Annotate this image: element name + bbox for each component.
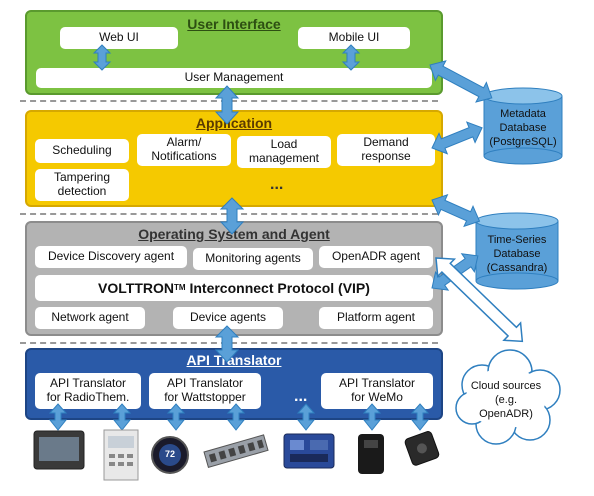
web-ui-box: Web UI (60, 27, 178, 49)
api-translator-wattstopper-box: API Translator for Wattstopper (149, 373, 261, 409)
metadata-database-label: Metadata Database (PostgreSQL) (489, 108, 557, 148)
arrow-application-os (219, 197, 245, 235)
scheduling-box: Scheduling (35, 139, 129, 163)
nest-thermostat-reading: 72 (164, 449, 175, 459)
device-controller-board (283, 433, 335, 469)
arrow-mobile-ui-user-management (341, 44, 361, 71)
user-interface-title: User Interface (187, 16, 281, 32)
device-sensor-strip (203, 434, 269, 468)
vip-prefix: VOLTTRON (98, 279, 175, 296)
application-title: Application (195, 115, 273, 131)
arrow-web-ui-user-management (92, 44, 112, 71)
cloud-sources-label: Cloud sources (e.g. OpenADR) (470, 380, 542, 420)
openadr-agent-box: OpenADR agent (319, 246, 433, 268)
timeseries-database-cylinder (475, 212, 559, 290)
device-nest-thermostat (151, 436, 189, 474)
arrow-ui-metadata (429, 60, 493, 103)
arrow-api-device-2 (112, 403, 132, 431)
device-discovery-agent-box: Device Discovery agent (35, 246, 187, 268)
arrow-os-cloud (435, 257, 524, 343)
os-agent-title: Operating System and Agent (138, 226, 330, 242)
arrow-api-device-4 (226, 403, 246, 431)
device-thermostat-display (33, 430, 85, 470)
api-translator-wemo-box: API Translator for WeMo (321, 373, 433, 409)
arrow-ui-application (214, 85, 240, 125)
arrow-api-device-3 (166, 403, 186, 431)
metadata-database-cylinder (483, 87, 563, 165)
monitoring-agents-box: Monitoring agents (193, 248, 313, 270)
arrow-api-device-6 (362, 403, 382, 431)
arrow-api-device-1 (48, 403, 68, 431)
load-management-box: Load management (237, 136, 331, 168)
vip-suffix: Interconnect Protocol (VIP) (185, 279, 370, 296)
cloud-shape (455, 349, 561, 445)
tampering-detection-box: Tampering detection (35, 169, 129, 201)
alarm-notifications-box: Alarm/ Notifications (137, 134, 231, 166)
arrows (48, 44, 493, 431)
user-management-box: User Management (36, 68, 432, 88)
timeseries-database-label: Time-Series Database (Cassandra) (486, 234, 548, 274)
demand-response-box: Demand response (337, 134, 435, 166)
platform-agent-box: Platform agent (319, 307, 433, 329)
vip-trademark: TM (174, 283, 186, 293)
device-smart-plug (404, 431, 440, 466)
arrow-os-api (214, 325, 240, 363)
mobile-ui-box: Mobile UI (298, 27, 410, 49)
device-wall-controller (103, 429, 139, 481)
arrow-app-timeseries (431, 193, 481, 228)
device-agents-box: Device agents (173, 307, 283, 329)
network-agent-box: Network agent (35, 307, 145, 329)
api-translator-radiothem-box: API Translator for RadioThem. (35, 373, 141, 409)
arrow-api-device-7 (410, 403, 430, 431)
arrow-app-metadata (431, 121, 483, 155)
application-ellipsis: ... (270, 176, 284, 193)
api-translator-title: API Translator (186, 352, 282, 368)
api-translator-ellipsis: ... (294, 388, 308, 405)
device-plug-sensor (358, 434, 384, 474)
arrow-api-device-5 (296, 403, 316, 431)
